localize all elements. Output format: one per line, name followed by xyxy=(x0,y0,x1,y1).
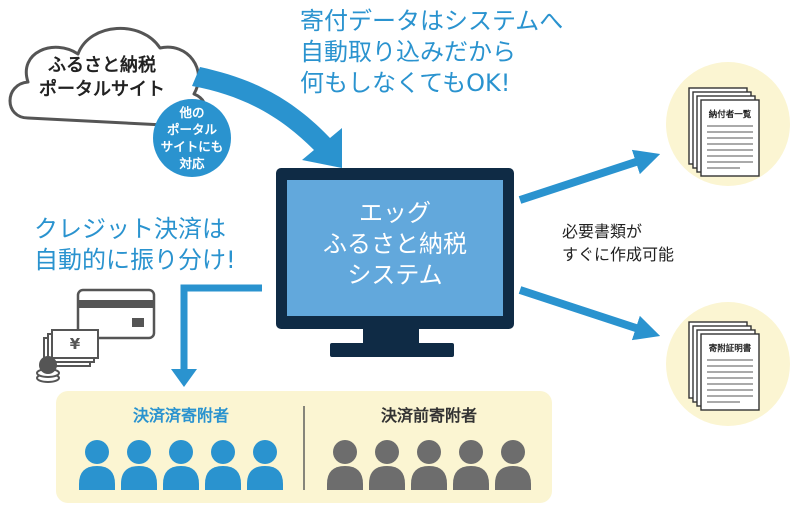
documents-message-line1: 必要書類が xyxy=(562,222,643,241)
import-message-line2: 自動取り込みだから xyxy=(300,38,516,66)
arrow-to-document-list xyxy=(518,149,661,204)
paid-donor-person-icon xyxy=(163,440,199,490)
paid-donor-person-icon xyxy=(121,440,157,490)
unpaid-donor-person-icon xyxy=(327,440,363,490)
unpaid-donors-label: 決済前寄附者 xyxy=(380,406,477,425)
monitor-label-line2: ふるさと納税 xyxy=(323,230,467,258)
bubble-label: 他の ポータル サイトにも 対応 xyxy=(153,104,231,172)
monitor xyxy=(276,168,514,357)
unpaid-donor-person-icon xyxy=(369,440,405,490)
bubble-line4: 対応 xyxy=(179,156,205,171)
bubble-line2: ポータル xyxy=(166,122,217,137)
arrow-to-document-certificate xyxy=(518,286,661,341)
cloud-shape xyxy=(8,26,207,128)
paid-donors-label: 決済済寄附者 xyxy=(132,406,229,425)
arrow-to-donors-head xyxy=(171,369,197,387)
arrow-to-donors xyxy=(180,284,262,376)
unpaid-donor-icons xyxy=(327,440,531,490)
unpaid-donor-person-icon xyxy=(453,440,489,490)
credit-card-icon xyxy=(76,288,156,340)
coins-icon xyxy=(36,356,60,383)
monitor-screen xyxy=(287,180,503,316)
payment-message-line1: クレジット決済は xyxy=(34,215,226,243)
document-list-stack xyxy=(688,87,760,177)
document-certificate-stack xyxy=(688,321,760,411)
paid-donor-person-icon xyxy=(79,440,115,490)
import-message-line1: 寄付データはシステムへ xyxy=(300,7,564,35)
monitor-label-line1: エッグ xyxy=(359,199,431,227)
documents-message-line2: すぐに作成可能 xyxy=(562,245,675,264)
monitor-stand xyxy=(330,343,454,357)
payment-message: クレジット決済は 自動的に振り分け! xyxy=(34,214,236,276)
monitor-neck xyxy=(363,329,419,345)
cloud-label: ふるさと納税 ポータルサイト xyxy=(18,54,186,102)
monitor-label-line3: システム xyxy=(347,261,443,289)
documents-message: 必要書類が すぐに作成可能 xyxy=(562,220,674,266)
banknotes-icon xyxy=(43,329,99,367)
bubble-line1: 他の xyxy=(179,105,205,120)
paid-donor-icons xyxy=(79,440,283,490)
curved-arrow xyxy=(192,67,342,168)
document-list-title: 納付者一覧 xyxy=(708,110,752,120)
bubble-line3: サイトにも xyxy=(160,139,224,154)
bubble-circle xyxy=(153,99,231,177)
unpaid-donor-person-icon xyxy=(495,440,531,490)
yen-symbol: ¥ xyxy=(69,335,81,353)
monitor-label: エッグ ふるさと納税 システム xyxy=(287,198,503,291)
document-certificate-title: 寄附証明書 xyxy=(708,344,752,354)
paid-donor-person-icon xyxy=(247,440,283,490)
paid-donor-person-icon xyxy=(205,440,241,490)
cloud-label-line2: ポータルサイト xyxy=(39,79,165,100)
import-message: 寄付データはシステムへ 自動取り込みだから 何もしなくてもOK! xyxy=(300,6,563,99)
cloud-label-line1: ふるさと納税 xyxy=(48,55,156,76)
import-message-line3: 何もしなくてもOK! xyxy=(300,69,511,97)
payment-message-line2: 自動的に振り分け! xyxy=(34,246,236,274)
unpaid-donor-person-icon xyxy=(411,440,447,490)
